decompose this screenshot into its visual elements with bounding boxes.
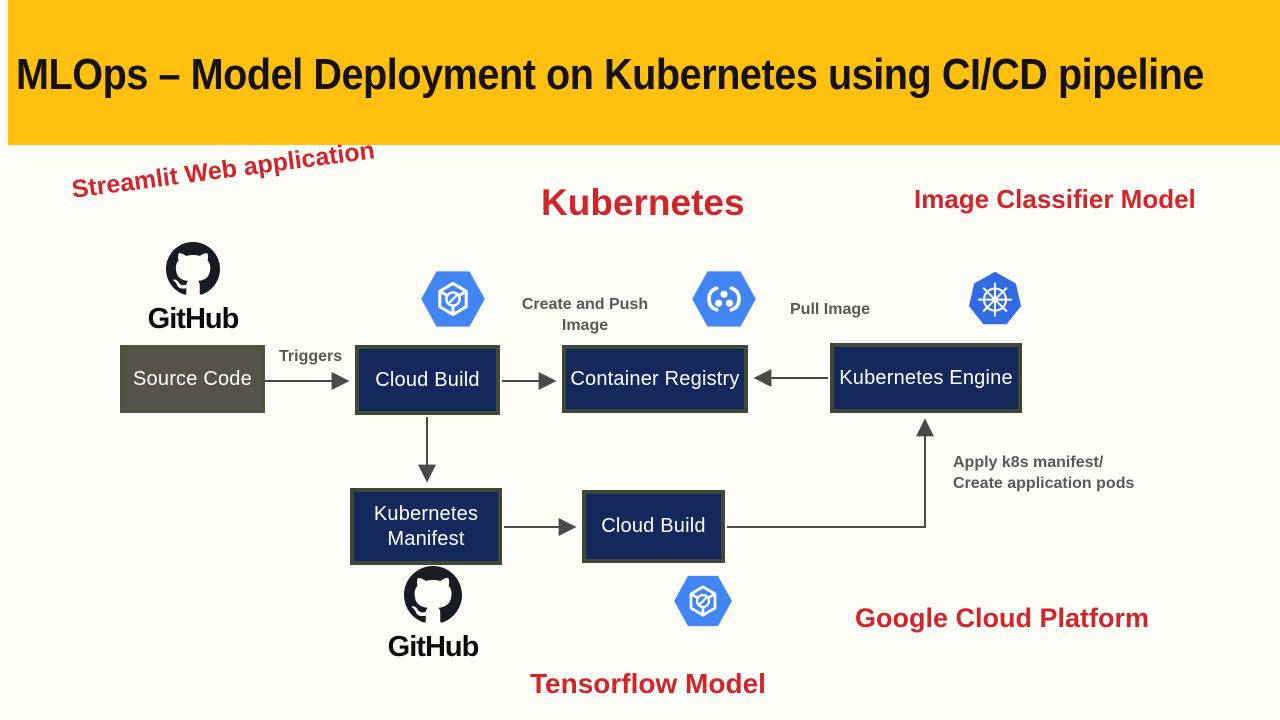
github-icon [404, 566, 462, 628]
cloud-build-icon [673, 574, 733, 628]
github-logo-top: GitHub [138, 242, 248, 336]
node-cloud-build-1: Cloud Build [355, 345, 500, 415]
github-logo-bottom: GitHub [378, 566, 488, 664]
cloud-build-icon [420, 269, 486, 329]
node-kubernetes-manifest: Kubernetes Manifest [350, 488, 502, 565]
node-cloud-build-2: Cloud Build [582, 490, 725, 563]
page-title: MLOps – Model Deployment on Kubernetes u… [16, 50, 1204, 99]
node-source-code: Source Code [120, 345, 265, 413]
annotation-image-classifier: Image Classifier Model [914, 184, 1196, 214]
github-icon [166, 242, 220, 300]
edge-label-pull-image: Pull Image [790, 301, 871, 318]
edge-label-triggers: Triggers [279, 348, 343, 365]
node-kubernetes-engine: Kubernetes Engine [830, 343, 1022, 413]
edge-label-apply-line2: Create application pods [953, 475, 1135, 492]
container-registry-icon [691, 269, 757, 329]
node-container-registry: Container Registry [562, 345, 748, 413]
annotation-google-cloud-platform: Google Cloud Platform [855, 603, 1149, 633]
edge-label-apply-manifest: Apply k8s manifest/ Create application p… [953, 452, 1134, 494]
edge-label-create-and-push-image: Create and Push Image [521, 296, 649, 334]
kubernetes-icon [966, 267, 1024, 331]
edge-label-apply-line1: Apply k8s manifest/ [953, 454, 1104, 471]
title-banner: MLOps – Model Deployment on Kubernetes u… [8, 0, 1280, 145]
github-wordmark: GitHub [147, 303, 240, 335]
annotation-kubernetes: Kubernetes [541, 182, 745, 223]
annotation-tensorflow-model: Tensorflow Model [530, 668, 766, 699]
github-wordmark: GitHub [387, 631, 480, 663]
